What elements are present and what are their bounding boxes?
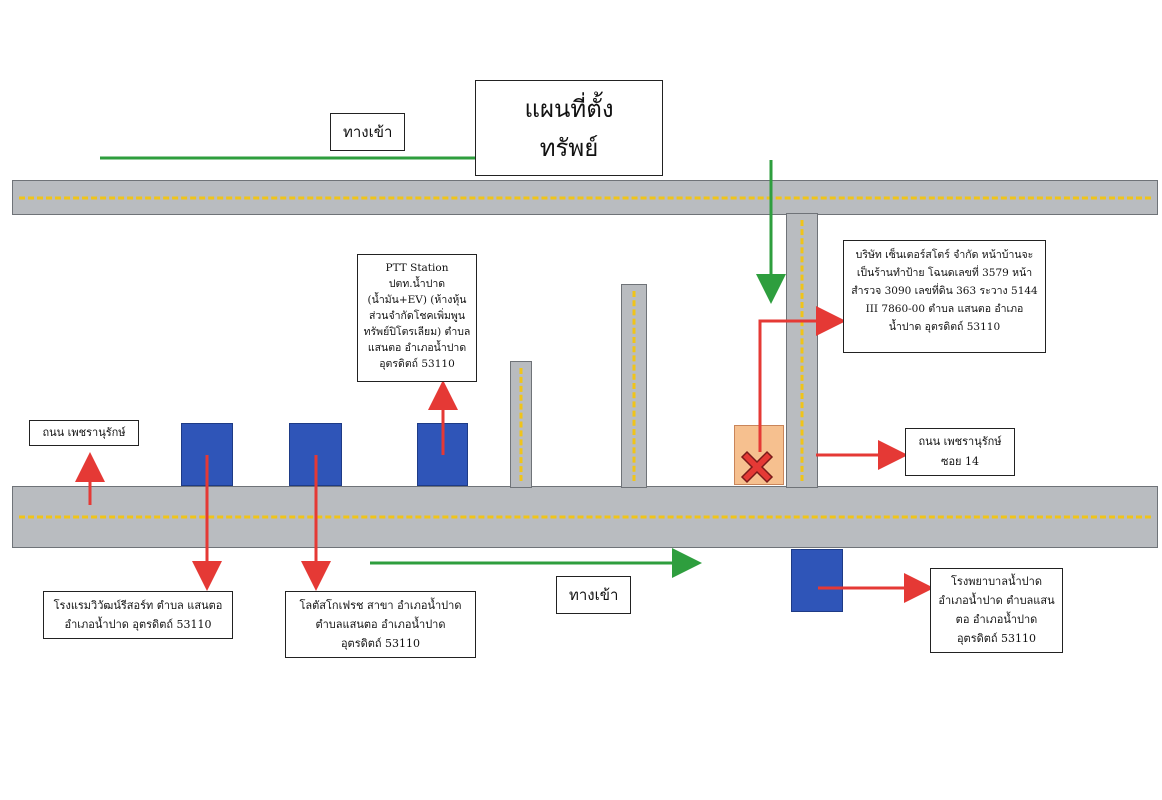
lotus-label: โลตัสโกเฟรช สาขา อำเภอน้ำปาด ตำบลแสนตอ อ… bbox=[285, 591, 476, 658]
arrow-property bbox=[758, 306, 846, 452]
map-title: แผนที่ตั้ง ทรัพย์ bbox=[475, 80, 663, 176]
road-name-soi-14: ถนน เพชรานุรักษ์ ซอย 14 bbox=[905, 428, 1015, 476]
soi-label: ซอย 14 bbox=[940, 455, 979, 468]
ptt-station-label: PTT Station ปตท.น้ำปาด (น้ำมัน+EV) (ห้าง… bbox=[357, 254, 477, 382]
road-name-right: ถนน เพชรานุรักษ์ bbox=[918, 435, 1002, 448]
side-road-soi-14 bbox=[786, 213, 818, 488]
entrance-label-top: ทางเข้า bbox=[330, 113, 406, 151]
entrance-label-bottom: ทางเข้า bbox=[556, 576, 632, 614]
hotel-label: โรงแรมวิวัฒน์รีสอร์ท ตำบล แสนตอ อำเภอน้ำ… bbox=[43, 591, 233, 639]
hospital-label: โรงพยาบาลน้ำปาดอำเภอน้ำปาด ตำบลแสนตอ อำเ… bbox=[930, 568, 1063, 653]
side-road-2 bbox=[621, 284, 647, 488]
road-name-left: ถนน เพชรานุรักษ์ bbox=[29, 420, 139, 446]
main-road bbox=[12, 486, 1158, 548]
side-road-1 bbox=[510, 361, 532, 488]
x-mark-icon bbox=[740, 450, 774, 484]
property-label: บริษัท เซ็นเตอร์สโตร์ จำกัด หน้าบ้านจะเป… bbox=[843, 240, 1046, 353]
top-road bbox=[12, 180, 1158, 215]
hospital-building bbox=[791, 549, 843, 612]
